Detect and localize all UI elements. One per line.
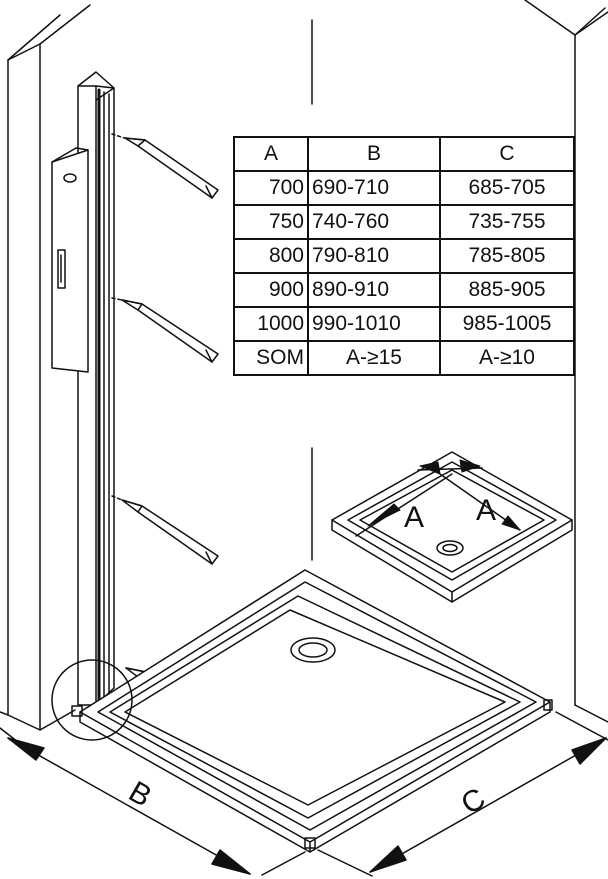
table-row: 750 740-760 735-755 [233, 204, 575, 240]
dim-c-label: C [456, 782, 491, 821]
pencils [111, 133, 219, 723]
cell-b: 890-910 [307, 272, 441, 308]
detail-circle [51, 659, 133, 741]
header-c: C [439, 136, 575, 172]
cell-b: 990-1010 [307, 306, 441, 342]
inset-tray [331, 451, 573, 603]
cell-b: 740-760 [307, 204, 441, 240]
cell-a: 900 [233, 272, 309, 308]
dimension-b [0, 727, 306, 876]
dim-b-label: B [123, 775, 157, 814]
table-row: SOM A-≥15 A-≥10 [233, 340, 575, 376]
inset-a-right-label: A [476, 494, 496, 527]
cell-a: SOM [233, 340, 309, 376]
cell-b: 790-810 [307, 238, 441, 274]
cell-c: 985-1005 [439, 306, 575, 342]
dimension-c [317, 711, 608, 877]
pencil-2 [111, 297, 219, 363]
table-row: 900 890-910 885-905 [233, 272, 575, 308]
cell-a: 1000 [233, 306, 309, 342]
back-walls [311, 0, 608, 723]
table-row: 800 790-810 785-805 [233, 238, 575, 274]
inset-a-left-label: A [404, 501, 424, 534]
pencil-3 [111, 495, 219, 565]
shower-tray [71, 569, 553, 853]
table-row: 700 690-710 685-705 [233, 170, 575, 206]
cell-a: 700 [233, 170, 309, 206]
table-header-row: A B C [233, 136, 575, 172]
table-row: 1000 990-1010 985-1005 [233, 306, 575, 342]
cell-c: 785-805 [439, 238, 575, 274]
header-b: B [307, 136, 441, 172]
pencil-1 [111, 133, 219, 199]
cell-c: A-≥10 [439, 340, 575, 376]
cell-a: 800 [233, 238, 309, 274]
cell-c: 885-905 [439, 272, 575, 308]
header-a: A [233, 136, 309, 172]
cell-b: 690-710 [307, 170, 441, 206]
cell-c: 685-705 [439, 170, 575, 206]
cell-b: A-≥15 [307, 340, 441, 376]
cell-c: 735-755 [439, 204, 575, 240]
spirit-level [51, 147, 89, 373]
left-wall [0, 4, 91, 731]
size-table: A B C 700 690-710 685-705 750 740-760 73… [233, 136, 575, 376]
cell-a: 750 [233, 204, 309, 240]
